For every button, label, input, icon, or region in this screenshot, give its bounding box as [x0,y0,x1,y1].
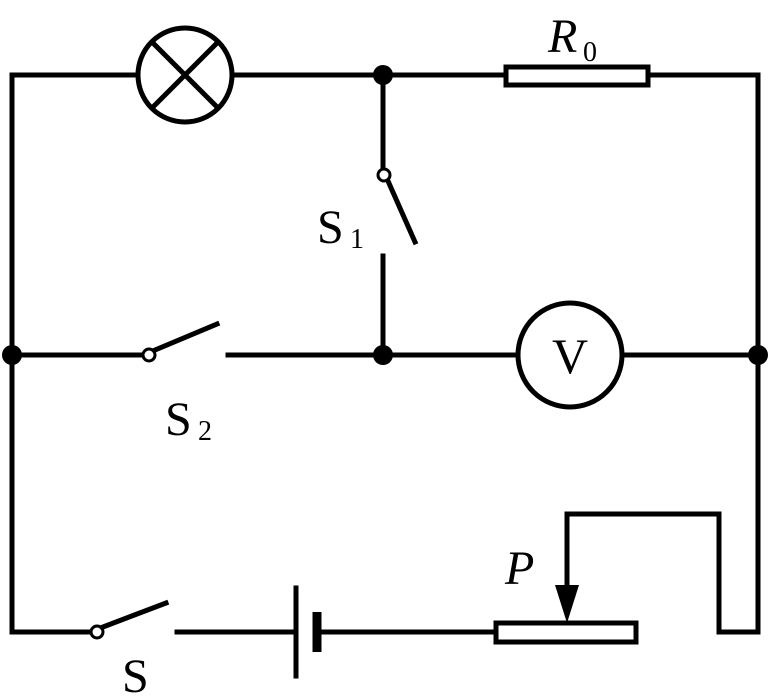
p-label: P [504,542,534,595]
battery-icon [293,585,322,679]
junction-middle [373,345,393,365]
junction-dots [2,65,768,365]
r0-subscript: 0 [583,37,597,68]
voltmeter-label: V [552,328,588,384]
rheostat [493,511,761,645]
slider-arrow-icon [555,585,579,623]
s1-subscript: 1 [350,224,364,255]
switch-s [89,599,170,640]
junction-right [748,345,768,365]
resistor-r0 [503,64,651,88]
switch-s2 [141,320,221,363]
voltmeter-icon [515,300,625,410]
switch-s1 [376,72,419,358]
lamp-icon [135,25,235,125]
s-label: S [122,650,149,698]
s2-subscript: 2 [198,416,212,447]
r0-label: R [547,10,577,63]
junction-left [2,345,22,365]
s2-label: S [165,393,192,446]
junction-top [373,65,393,85]
s1-label: S [317,201,344,254]
